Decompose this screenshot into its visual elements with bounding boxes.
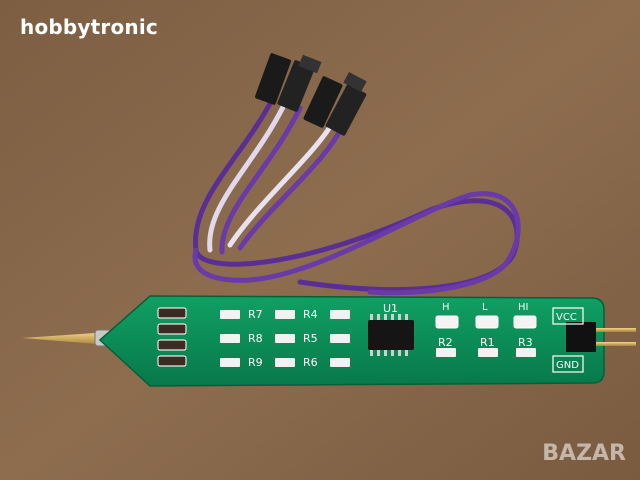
label-r8: R8 [248, 332, 263, 345]
label-r3: R3 [518, 336, 533, 349]
label-hi: HI [518, 302, 528, 313]
brand-logo-text: hobbytronic [20, 15, 158, 39]
jumper-wires [192, 97, 521, 296]
label-u1: U1 [383, 302, 398, 315]
label-r5: R5 [303, 332, 318, 345]
label-r2: R2 [438, 336, 453, 349]
label-gnd: GND [556, 360, 579, 371]
label-l: L [482, 302, 488, 313]
dupont-connectors [255, 53, 367, 136]
status-leds [435, 315, 537, 329]
label-r1: R1 [480, 336, 495, 349]
label-h: H [442, 302, 450, 313]
ic-chip-u1 [368, 314, 414, 356]
label-r9: R9 [248, 356, 263, 369]
watermark-logo: BAZAR [542, 441, 626, 466]
header-pins [566, 322, 636, 352]
label-r4: R4 [303, 308, 318, 321]
diode-array [157, 307, 187, 367]
silkscreen-labels: R7 R4 R8 R5 R9 R6 R2 R1 R3 U1 H L HI [248, 302, 533, 369]
power-labels: VCC GND [552, 307, 584, 373]
label-vcc: VCC [556, 312, 577, 323]
label-r7: R7 [248, 308, 263, 321]
smd-resistors [220, 310, 536, 367]
label-r6: R6 [303, 356, 318, 369]
